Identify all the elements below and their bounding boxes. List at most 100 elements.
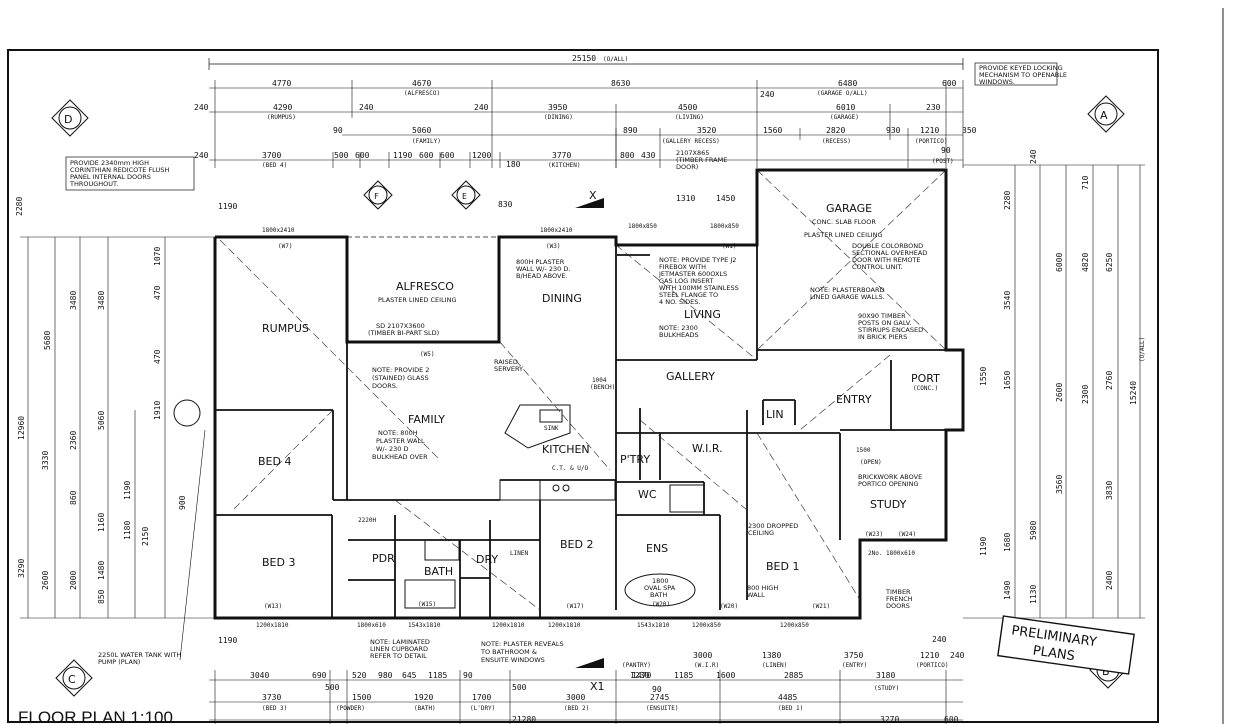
dim-b1-690: 690	[312, 671, 327, 680]
linen-cupboard-note: NOTE: LAMINATED LINEN CUPBOARD REFER TO …	[370, 638, 430, 660]
dim-b1-645: 645	[402, 671, 417, 680]
note-posts-1: 90X90 TIMBER	[858, 312, 906, 320]
eave-1450: 1450	[716, 194, 735, 203]
kitchen-ctuo: C.T. & U/O	[552, 465, 589, 472]
dim-b2-1500: 1500	[352, 693, 371, 702]
window-w20: (W20)	[652, 601, 670, 608]
window-1800x850-b: 1800x850	[710, 223, 739, 230]
dim-r3-2820: 2820	[826, 126, 845, 135]
dim-top-8630: 8630	[611, 79, 630, 88]
french-doors-note: TIMBER FRENCH DOORS	[885, 588, 913, 610]
room-port-sub: (CONC.)	[913, 385, 938, 392]
spa-label: 1800 OVAL SPA BATH	[644, 577, 676, 599]
dim-b1-1185: 1185	[428, 671, 447, 680]
dim-right-1490: 1490	[1003, 581, 1012, 600]
room-wc: WC	[638, 488, 657, 501]
note-doors-3: PANEL INTERNAL DOORS	[70, 173, 151, 181]
glass-doors-note: NOTE: PROVIDE 2 (STAINED) GLASS DOORS.	[372, 366, 429, 390]
dim-r3-350: 350	[962, 126, 977, 135]
alfresco-outline	[346, 236, 500, 343]
dim-left-900: 900	[178, 495, 187, 510]
dim-r4-800: 800	[620, 151, 635, 160]
room-garage: GARAGE	[826, 202, 872, 215]
dim-right-710: 710	[1081, 175, 1090, 190]
bulkheads-note: NOTE: 2300 BULKHEADS	[659, 324, 699, 339]
window-w3: (W3)	[546, 243, 560, 250]
room-bed4: BED 4	[258, 455, 291, 468]
grid-label-a: A	[1100, 109, 1108, 122]
grid-label-c: C	[68, 673, 76, 686]
note-bulkheads-1: NOTE: 2300	[659, 324, 698, 332]
dim-right-1650: 1650	[1003, 371, 1012, 390]
dim-b1-portico: (PORTICO)	[916, 662, 949, 669]
grid-marker-d: D	[51, 99, 89, 137]
dim-right-6000: 6000	[1055, 253, 1064, 272]
note-gwalls-1: NOTE: PLASTERBOARD	[810, 286, 884, 294]
dim-b1-3040: 3040	[250, 671, 269, 680]
window-w15: (W15)	[418, 601, 436, 608]
window-w24: (W24)	[898, 531, 916, 538]
note-firebox-7: 4 NO. SIDES.	[659, 298, 700, 306]
plaster-reveals-note: NOTE: PLASTER REVEALS TO BATHROOM & ENSU…	[480, 640, 564, 664]
dim-b1-3000: 3000	[693, 651, 712, 660]
note-linen-3: REFER TO DETAIL	[370, 652, 427, 660]
dim-right-240: 240	[1029, 149, 1038, 164]
dim-right-2280: 2280	[1003, 191, 1012, 210]
eave-830: 830	[498, 200, 513, 209]
dim-b2-bath: (BATH)	[414, 705, 436, 712]
room-dry: DRY	[476, 553, 498, 566]
room-family: FAMILY	[408, 413, 445, 426]
section-mark-bottom: X1	[575, 658, 605, 693]
dim-left-3480b: 3480	[97, 291, 106, 310]
dim-b1-1380: 1380	[762, 651, 781, 660]
dim-right-4820: 4820	[1081, 253, 1090, 272]
grid-label-e: E	[462, 192, 467, 201]
dim-left-overall: 12960	[17, 416, 26, 440]
room-rumpus: RUMPUS	[262, 322, 309, 335]
window-1800x610-b: 2No. 1800x610	[868, 550, 915, 557]
note-glass-3: DOORS.	[372, 382, 398, 390]
dim-r4-kitchen: (KITCHEN)	[548, 162, 581, 169]
note-firebox-4: GAS LOG INSERT	[659, 277, 713, 285]
window-1200x850-a: 1200x850	[692, 622, 721, 629]
interior-walls	[215, 245, 946, 618]
room-bed3: BED 3	[262, 556, 295, 569]
dim-left-2280: 2280	[15, 197, 24, 216]
dim-r2-4500: 4500	[678, 103, 697, 112]
dim-r4-bed4: (BED 4)	[262, 162, 287, 169]
dim-left-5680: 5680	[43, 331, 52, 350]
note-tank-2: PUMP (PLAN)	[98, 658, 140, 666]
note-dwall-3: B/HEAD ABOVE.	[516, 272, 568, 280]
plaster-wall-note: NOTE: 800H PLASTER WALL W/- 230 D BULKHE…	[372, 429, 428, 461]
note-bulkheads-2: BULKHEADS	[659, 331, 699, 339]
dim-top-600: 600	[942, 79, 957, 88]
dim-b3-ensuite: (ENSUITE)	[646, 705, 679, 712]
dim-b1-240: 240	[932, 635, 947, 644]
dim-right-1550: 1550	[979, 367, 988, 386]
dim-r3-recess: (RECESS)	[822, 138, 851, 145]
note-spa-3: BATH	[650, 591, 667, 599]
note-reveals-1: NOTE: PLASTER REVEALS	[481, 640, 564, 648]
dim-b3-600: 600	[944, 715, 959, 724]
dim-r3-portico: (PORTICO)	[915, 138, 948, 145]
grid-marker-c: C	[55, 659, 93, 697]
note-spa-1: 1800	[652, 577, 669, 585]
dim-right-1680: 1680	[1003, 533, 1012, 552]
note-linen-1: NOTE: LAMINATED	[370, 638, 430, 646]
dim-b2-3730: 3730	[262, 693, 281, 702]
window-w7: (W7)	[278, 243, 292, 250]
note-keyed-3: WINDOWS.	[979, 78, 1015, 86]
note-gdoor-2: SECTIONAL OVERHEAD	[852, 249, 927, 257]
dim-b1-entry: (ENTRY)	[842, 662, 867, 669]
dim-b2-1700: 1700	[472, 693, 491, 702]
window-2220h: 2220H	[358, 517, 376, 524]
window-1200x1810-a: 1200x1810	[256, 622, 289, 629]
spa-bath	[624, 573, 696, 607]
room-study: STUDY	[870, 498, 907, 511]
firebox-note: NOTE: PROVIDE TYPE J2 FIREBOX WITH JETMA…	[658, 256, 739, 306]
timber-frame-note: 2107X865 (TIMBER FRAME DOOR)	[676, 149, 727, 171]
dim-b1-linen: (LINEN)	[762, 662, 787, 669]
window-1543x1810-b: 1543x1810	[637, 622, 670, 629]
dim-r4-3700: 3700	[262, 151, 281, 160]
grid-label-f: F	[374, 192, 379, 201]
